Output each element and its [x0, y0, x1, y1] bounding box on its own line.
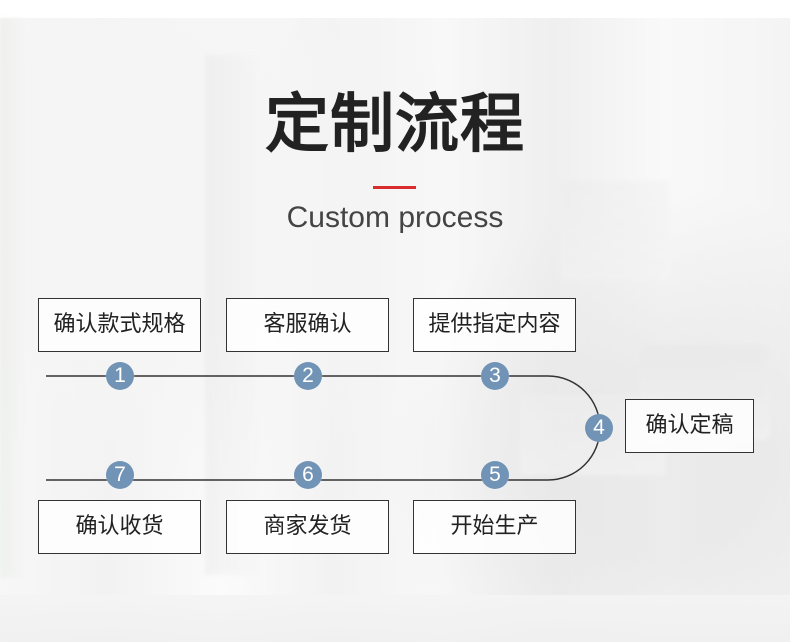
- step-box-1: 确认款式规格: [38, 298, 201, 352]
- background-floor-shape: [0, 595, 790, 642]
- step-box-3: 提供指定内容: [413, 298, 576, 352]
- step-label-5: 开始生产: [450, 514, 539, 539]
- step-label-2: 客服确认: [263, 312, 352, 337]
- step-number-6: 6: [294, 461, 322, 489]
- title-red-rule: [373, 186, 416, 189]
- step-number-7: 7: [106, 461, 134, 489]
- step-box-6: 商家发货: [226, 500, 389, 554]
- step-label-1: 确认款式规格: [53, 312, 186, 337]
- step-number-3: 3: [481, 362, 509, 390]
- step-number-2: 2: [294, 362, 322, 390]
- step-label-4: 确认定稿: [645, 413, 734, 438]
- page-title: 定制流程: [265, 88, 525, 162]
- step-number-1: 1: [106, 362, 134, 390]
- step-number-5: 5: [481, 461, 509, 489]
- background-top-band: [0, 0, 790, 18]
- step-box-2: 客服确认: [226, 298, 389, 352]
- step-number-4: 4: [585, 414, 613, 442]
- step-label-7: 确认收货: [75, 514, 164, 539]
- step-box-7: 确认收货: [38, 500, 201, 554]
- step-label-3: 提供指定内容: [428, 312, 561, 337]
- step-box-5: 开始生产: [413, 500, 576, 554]
- step-box-4: 确认定稿: [625, 399, 754, 453]
- step-label-6: 商家发货: [263, 514, 352, 539]
- page-subtitle: Custom process: [286, 201, 504, 234]
